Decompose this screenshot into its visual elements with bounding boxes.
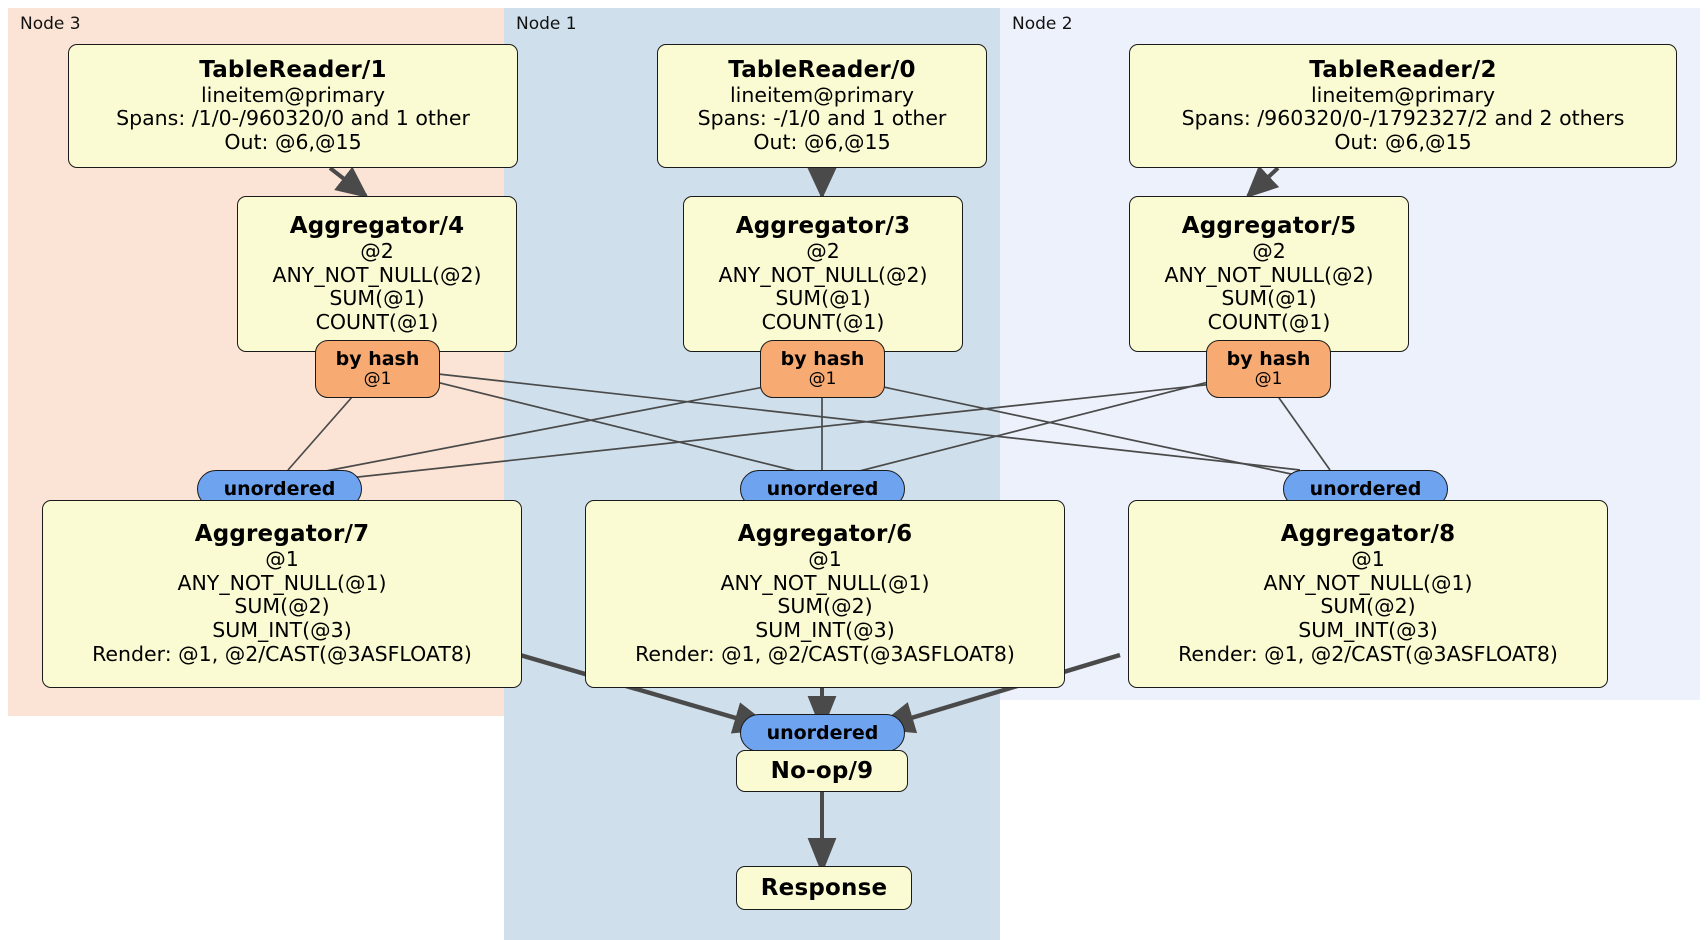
box-title: TableReader/1 bbox=[199, 57, 387, 84]
box-line: ANY_NOT_NULL(@2) bbox=[1164, 262, 1374, 287]
box-line: SUM_INT(@3) bbox=[212, 618, 352, 643]
box-line: COUNT(@1) bbox=[1207, 310, 1331, 335]
node-panel-label-node1: Node 1 bbox=[516, 14, 577, 34]
box-response[interactable]: Response bbox=[736, 866, 912, 910]
box-title: Aggregator/4 bbox=[289, 213, 465, 240]
box-aggregator-3[interactable]: Aggregator/3 @2 ANY_NOT_NULL(@2) SUM(@1)… bbox=[683, 196, 963, 352]
box-line: SUM(@2) bbox=[777, 594, 873, 619]
box-line: Render: @1, @2/CAST(@3ASFLOAT8) bbox=[635, 641, 1015, 666]
box-line: ANY_NOT_NULL(@2) bbox=[718, 262, 928, 287]
box-line: SUM(@1) bbox=[329, 286, 425, 311]
router-by-hash-mid[interactable]: by hash @1 bbox=[760, 340, 885, 398]
box-line: @1 bbox=[1351, 546, 1385, 571]
node-panel-label-node3: Node 3 bbox=[20, 14, 81, 34]
box-line: COUNT(@1) bbox=[315, 310, 439, 335]
synchronizer-label: unordered bbox=[1309, 477, 1422, 500]
box-title: Aggregator/3 bbox=[735, 213, 911, 240]
box-line: lineitem@primary bbox=[200, 82, 386, 107]
box-line: ANY_NOT_NULL(@2) bbox=[272, 262, 482, 287]
box-line: ANY_NOT_NULL(@1) bbox=[720, 570, 930, 595]
box-title: Aggregator/6 bbox=[737, 521, 913, 548]
box-line: @1 bbox=[808, 546, 842, 571]
box-aggregator-4[interactable]: Aggregator/4 @2 ANY_NOT_NULL(@2) SUM(@1)… bbox=[237, 196, 517, 352]
box-line: Render: @1, @2/CAST(@3ASFLOAT8) bbox=[92, 641, 472, 666]
router-label: by hash bbox=[780, 348, 865, 371]
box-line: SUM(@1) bbox=[775, 286, 871, 311]
synchronizer-label: unordered bbox=[766, 477, 879, 500]
router-label: by hash bbox=[1226, 348, 1311, 371]
box-line: SUM(@2) bbox=[234, 594, 330, 619]
box-line: SUM_INT(@3) bbox=[1298, 618, 1438, 643]
box-line: Spans: /1/0-/960320/0 and 1 other bbox=[116, 106, 470, 131]
synchronizer-label: unordered bbox=[766, 721, 879, 744]
router-by-hash-left[interactable]: by hash @1 bbox=[315, 340, 440, 398]
box-aggregator-7[interactable]: Aggregator/7 @1 ANY_NOT_NULL(@1) SUM(@2)… bbox=[42, 500, 522, 688]
box-line: Spans: -/1/0 and 1 other bbox=[697, 106, 947, 131]
box-no-op-9[interactable]: No-op/9 bbox=[736, 750, 908, 792]
box-title: Response bbox=[760, 874, 888, 901]
box-line: Out: @6,@15 bbox=[224, 130, 362, 155]
node-panel-label-node2: Node 2 bbox=[1012, 14, 1073, 34]
box-line: @1 bbox=[265, 546, 299, 571]
router-by-hash-right[interactable]: by hash @1 bbox=[1206, 340, 1331, 398]
box-line: COUNT(@1) bbox=[761, 310, 885, 335]
box-title: Aggregator/8 bbox=[1280, 521, 1456, 548]
box-title: Aggregator/7 bbox=[194, 521, 370, 548]
box-tablereader-0[interactable]: TableReader/0 lineitem@primary Spans: -/… bbox=[657, 44, 987, 168]
box-line: lineitem@primary bbox=[1310, 82, 1496, 107]
router-sublabel: @1 bbox=[363, 369, 392, 390]
box-title: TableReader/2 bbox=[1309, 57, 1497, 84]
box-line: SUM(@2) bbox=[1320, 594, 1416, 619]
box-line: @2 bbox=[360, 238, 394, 263]
synchronizer-unordered-final[interactable]: unordered bbox=[740, 714, 905, 752]
router-label: by hash bbox=[335, 348, 420, 371]
box-line: Spans: /960320/0-/1792327/2 and 2 others bbox=[1181, 106, 1625, 131]
box-aggregator-5[interactable]: Aggregator/5 @2 ANY_NOT_NULL(@2) SUM(@1)… bbox=[1129, 196, 1409, 352]
box-aggregator-6[interactable]: Aggregator/6 @1 ANY_NOT_NULL(@1) SUM(@2)… bbox=[585, 500, 1065, 688]
box-line: SUM(@1) bbox=[1221, 286, 1317, 311]
box-line: ANY_NOT_NULL(@1) bbox=[177, 570, 387, 595]
box-line: @2 bbox=[1252, 238, 1286, 263]
router-sublabel: @1 bbox=[1254, 369, 1283, 390]
box-aggregator-8[interactable]: Aggregator/8 @1 ANY_NOT_NULL(@1) SUM(@2)… bbox=[1128, 500, 1608, 688]
box-line: Out: @6,@15 bbox=[753, 130, 891, 155]
router-sublabel: @1 bbox=[808, 369, 837, 390]
box-line: ANY_NOT_NULL(@1) bbox=[1263, 570, 1473, 595]
box-line: lineitem@primary bbox=[729, 82, 915, 107]
box-line: @2 bbox=[806, 238, 840, 263]
box-title: Aggregator/5 bbox=[1181, 213, 1357, 240]
box-tablereader-2[interactable]: TableReader/2 lineitem@primary Spans: /9… bbox=[1129, 44, 1677, 168]
box-line: SUM_INT(@3) bbox=[755, 618, 895, 643]
box-title: No-op/9 bbox=[770, 757, 874, 784]
box-line: Out: @6,@15 bbox=[1334, 130, 1472, 155]
box-line: Render: @1, @2/CAST(@3ASFLOAT8) bbox=[1178, 641, 1558, 666]
box-title: TableReader/0 bbox=[728, 57, 916, 84]
synchronizer-label: unordered bbox=[223, 477, 336, 500]
box-tablereader-1[interactable]: TableReader/1 lineitem@primary Spans: /1… bbox=[68, 44, 518, 168]
